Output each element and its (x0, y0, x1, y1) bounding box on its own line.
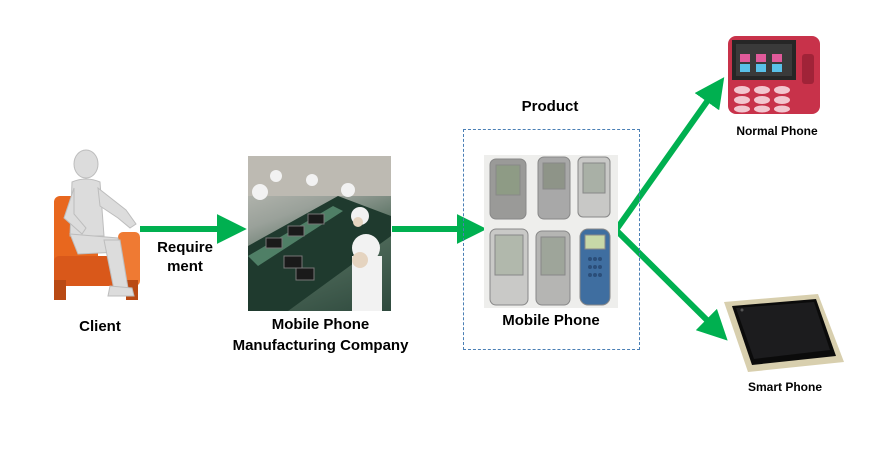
requirement-label-line1: Require (157, 239, 213, 256)
client-illustration (54, 149, 140, 300)
arrow-product-to-normal-phone (613, 77, 725, 232)
company-label-line1: Mobile Phone (271, 316, 370, 333)
normal-phone-label: Normal Phone (736, 124, 818, 138)
arrow-product-to-smart-phone (613, 227, 728, 341)
person-icon (63, 149, 137, 297)
mobile-phones-image (484, 155, 618, 308)
requirement-label-line2: ment (167, 258, 203, 275)
company-label-line2: Manufacturing Company (232, 337, 409, 354)
smart-phone-image (724, 294, 844, 372)
product-title: Product (521, 98, 579, 115)
smart-phone-label: Smart Phone (747, 380, 822, 394)
product-group-box (463, 129, 640, 350)
product-label: Mobile Phone (502, 312, 600, 329)
factory-image (248, 156, 391, 311)
client-label: Client (79, 318, 121, 335)
normal-phone-image (728, 36, 820, 114)
